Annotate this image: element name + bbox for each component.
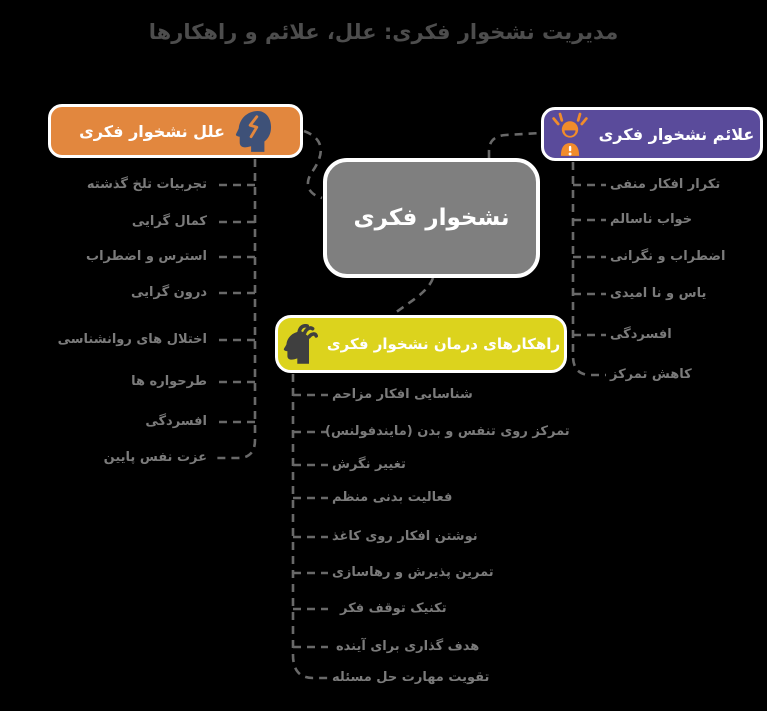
- head-hand-icon: [282, 324, 318, 364]
- symptoms-label: علائم نشخوار فکری: [598, 124, 755, 144]
- symptom-item: یاس و نا امیدی: [610, 286, 707, 301]
- cause-item: تجربیات تلخ گذشته: [86, 177, 207, 192]
- node-symptoms: علائم نشخوار فکری: [541, 107, 763, 161]
- symptom-item: تکرار افکار منفی: [610, 177, 721, 192]
- solution-item: شناسایی افکار مزاحم: [332, 387, 473, 402]
- node-solutions: راهکارهای درمان نشخوار فکری: [275, 315, 567, 373]
- symptom-item: خواب ناسالم: [610, 212, 693, 227]
- solution-item: تقویت مهارت حل مسئله: [332, 670, 490, 685]
- solution-item: تکنیک توقف فکر: [340, 601, 447, 616]
- causes-label: علل نشخوار فکری: [79, 121, 225, 141]
- solution-item: نوشتن افکار روی کاغذ: [332, 529, 478, 544]
- solution-item: تمرکز روی تنفس و بدن (مایندفولنس): [325, 424, 570, 439]
- head-bolt-icon: [234, 110, 272, 152]
- cause-item: استرس و اضطراب: [86, 249, 207, 264]
- cause-item: کمال گرایی: [131, 214, 207, 229]
- stressed-person-icon: [550, 112, 590, 156]
- cause-item: اختلال های روانشناسی: [57, 332, 207, 347]
- solution-item: تغییر نگرش: [332, 457, 406, 472]
- connector-central-symptoms: [487, 131, 542, 158]
- solutions-label: راهکارهای درمان نشخوار فکری: [326, 335, 561, 353]
- cause-item: افسردگی: [145, 414, 207, 429]
- symptom-item: اضطراب و نگرانی: [610, 249, 726, 264]
- node-central-topic: نشخوار فکری: [323, 158, 540, 278]
- symptoms-spine: [571, 162, 606, 377]
- solution-item: فعالیت بدنی منظم: [332, 490, 453, 505]
- symptom-item: افسردگی: [610, 327, 672, 342]
- cause-item: درون گرایی: [131, 285, 207, 300]
- connector-causes-central: [303, 129, 323, 200]
- cause-item: عزت نفس پایین: [103, 450, 207, 465]
- causes-spine: [213, 159, 257, 460]
- connector-central-solutions: [394, 277, 435, 315]
- solutions-spine: [291, 374, 328, 680]
- node-causes: علل نشخوار فکری: [48, 104, 303, 158]
- page-title: مدیریت نشخوار فکری: علل، علائم و راهکاره…: [148, 20, 619, 44]
- solution-item: هدف گذاری برای آینده: [336, 639, 480, 654]
- central-topic-label: نشخوار فکری: [353, 205, 510, 231]
- solution-item: تمرین پذیرش و رهاسازی: [332, 565, 494, 580]
- cause-item: طرحواره ها: [131, 374, 207, 389]
- symptom-item: کاهش تمرکز: [610, 367, 692, 382]
